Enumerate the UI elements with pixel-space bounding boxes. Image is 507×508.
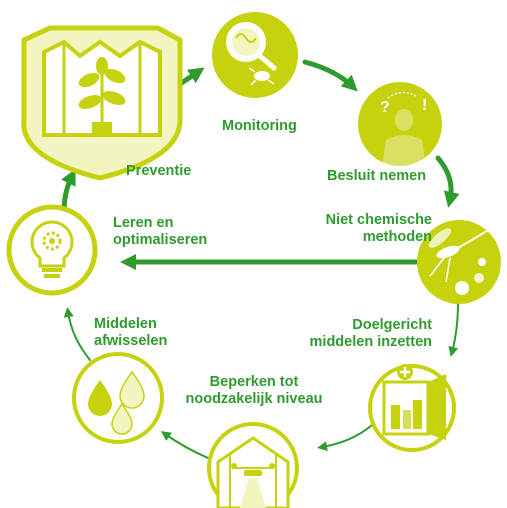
label-beperken-line2: noodzakelijk niveau <box>185 391 323 407</box>
label-leren-optimaliseren: Leren en optimaliseren <box>113 215 207 249</box>
person-decision-icon: ? ! <box>358 82 442 166</box>
label-beperken-line1: Beperken tot <box>209 374 299 390</box>
label-leren-line2: optimaliseren <box>113 232 208 248</box>
medicine-cabinet-icon <box>368 364 456 452</box>
label-niet-chemische-line2: methoden <box>362 229 432 245</box>
question-mark: ? <box>380 99 390 116</box>
label-doelgericht: Doelgericht middelen inzetten <box>310 317 432 351</box>
arrow-beperken-afwisselen <box>160 431 209 459</box>
lightbulb-gear-icon <box>6 204 98 296</box>
label-afwisselen-line1: Middelen <box>94 316 157 332</box>
arrow-afwisselen-leren <box>63 307 91 361</box>
label-afwisselen-line2: afwisselen <box>94 333 168 349</box>
drone-spraying-icon <box>207 422 299 508</box>
label-doelgericht-line1: Doelgericht <box>352 317 432 333</box>
arrow-besluit-niet-chemisch <box>435 155 460 208</box>
arrow-doelgericht-beperken <box>317 424 373 452</box>
label-besluit-nemen: Besluit nemen <box>327 168 427 184</box>
arrow-monitoring-besluit <box>302 59 358 92</box>
greenhouse-plant-icon <box>21 25 183 181</box>
label-niet-chemische-line1: Niet chemische <box>325 212 432 228</box>
label-monitoring: Monitoring <box>222 118 297 134</box>
label-niet-chemische-methoden: Niet chemische methoden <box>326 212 432 246</box>
label-middelen-afwisselen: Middelen afwisselen <box>94 316 167 350</box>
magnifier-insect-icon <box>212 12 298 98</box>
droplets-icon <box>72 352 164 444</box>
label-doelgericht-line2: middelen inzetten <box>309 334 432 350</box>
label-leren-line1: Leren en <box>113 215 174 231</box>
mosquito-beneficial-insects-icon <box>417 220 501 304</box>
arrow-niet-chemisch-doelgericht <box>448 301 459 357</box>
label-preventie: Preventie <box>126 163 192 179</box>
exclamation-mark: ! <box>422 97 427 114</box>
label-beperken: Beperken tot noodzakelijk niveau <box>184 374 324 408</box>
